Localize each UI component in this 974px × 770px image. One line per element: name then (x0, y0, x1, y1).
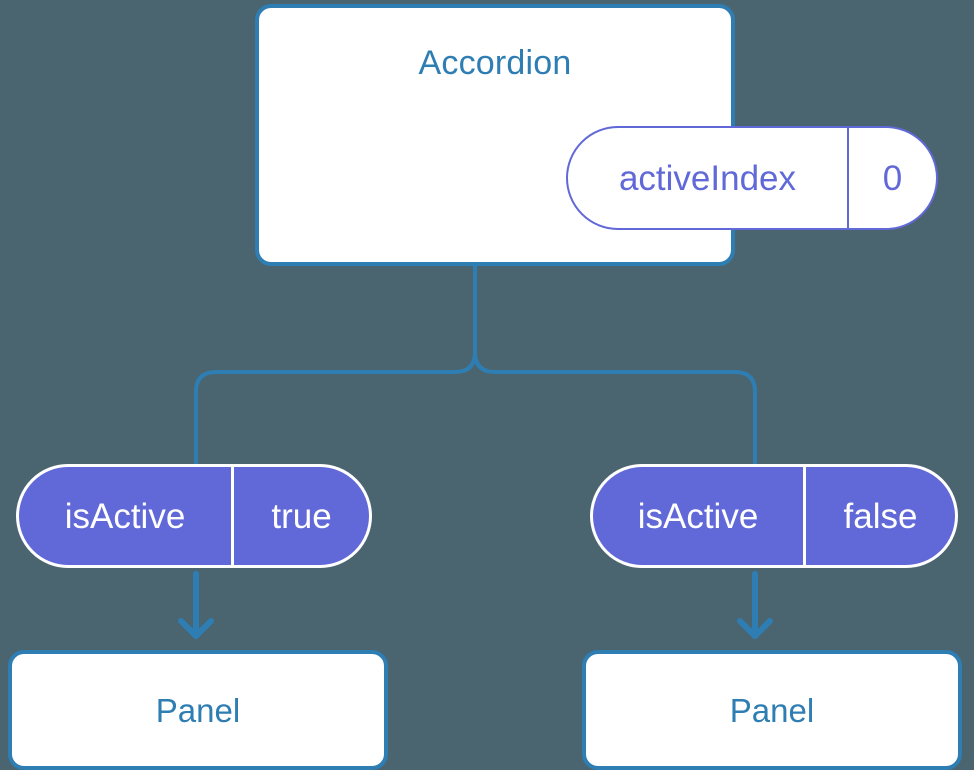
left-prop-value: true (271, 496, 332, 536)
arrow-down-right-icon (737, 571, 773, 639)
right-prop-key: isActive (593, 467, 806, 565)
right-prop-value: false (843, 496, 918, 536)
right-panel-title: Panel (729, 691, 815, 729)
connector-split-right (473, 350, 757, 468)
accordion-state-key: activeIndex (568, 128, 849, 228)
left-prop-key: isActive (19, 467, 234, 565)
accordion-title: Accordion (418, 44, 572, 82)
arrow-down-left-icon (178, 571, 214, 639)
right-prop-pill[interactable]: isActive false (590, 464, 958, 568)
left-prop-pill[interactable]: isActive true (16, 464, 372, 568)
connector-trunk-and-split (194, 264, 477, 468)
accordion-state-pill[interactable]: activeIndex 0 (566, 126, 938, 230)
accordion-component-card[interactable]: Accordion activeIndex 0 (255, 4, 938, 266)
accordion-state-value: 0 (882, 158, 903, 198)
left-panel-title: Panel (155, 691, 241, 729)
right-panel-component-card[interactable]: Panel (582, 650, 962, 770)
left-panel-component-card[interactable]: Panel (8, 650, 388, 770)
